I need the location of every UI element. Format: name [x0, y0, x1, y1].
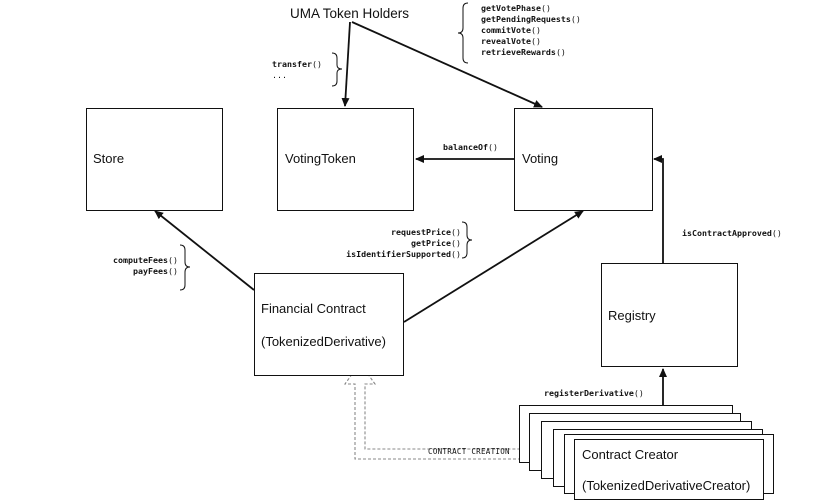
financial-to-voting-arrow	[403, 210, 584, 323]
method-label: retrieveRewards()	[481, 47, 566, 57]
financial-contract-label: Financial Contract	[261, 301, 366, 316]
method-label: getVotePhase()	[481, 3, 551, 13]
method-label: getPendingRequests()	[481, 14, 581, 24]
store-box	[86, 108, 223, 211]
financial-contract-subtitle: (TokenizedDerivative)	[261, 334, 386, 349]
store-label: Store	[93, 151, 125, 166]
method-label: ...	[272, 70, 287, 80]
fee-methods-brace	[179, 244, 191, 291]
method-label: revealVote()	[481, 36, 541, 46]
registry-label: Registry	[608, 308, 656, 323]
method-label: getPrice()	[411, 238, 461, 248]
voting-methods-brace	[457, 2, 469, 64]
register-derivative-label: registerDerivative()	[544, 388, 644, 398]
registry-box	[601, 263, 738, 367]
method-label: isIdentifierSupported()	[346, 249, 461, 259]
voting-token-label: VotingToken	[285, 151, 356, 166]
method-label: transfer()	[272, 59, 322, 69]
voting-methods-list: getVotePhase() getPendingRequests() comm…	[481, 3, 581, 58]
voting-box	[514, 108, 653, 211]
method-label: commitVote()	[481, 25, 541, 35]
fee-methods-list: computeFees() payFees()	[96, 255, 178, 277]
contract-creator-subtitle: (TokenizedDerivativeCreator)	[582, 478, 751, 493]
is-contract-approved-label: isContractApproved()	[682, 228, 782, 238]
token-methods-brace	[331, 52, 343, 87]
method-label: computeFees()	[113, 255, 178, 265]
token-methods-list: transfer() ...	[272, 59, 322, 81]
contract-creator-box	[574, 439, 764, 500]
price-methods-list: requestPrice() getPrice() isIdentifierSu…	[322, 227, 461, 260]
contract-creator-label: Contract Creator	[582, 447, 679, 462]
holders-to-voting-arrow	[351, 21, 543, 108]
balance-of-label: balanceOf()	[443, 142, 498, 152]
method-label: payFees()	[133, 266, 178, 276]
financial-contract-box	[254, 273, 404, 376]
price-methods-brace	[461, 221, 473, 259]
contract-creation-label: CONTRACT CREATION	[428, 447, 510, 456]
voting-label: Voting	[522, 151, 559, 166]
financial-to-store-arrow	[154, 210, 255, 291]
uma-token-holders-label: UMA Token Holders	[290, 6, 410, 21]
holders-to-votingtoken-arrow	[341, 21, 351, 107]
voting-token-box	[277, 108, 414, 211]
registry-to-voting-arrow	[653, 155, 664, 263]
method-label: requestPrice()	[391, 227, 461, 237]
